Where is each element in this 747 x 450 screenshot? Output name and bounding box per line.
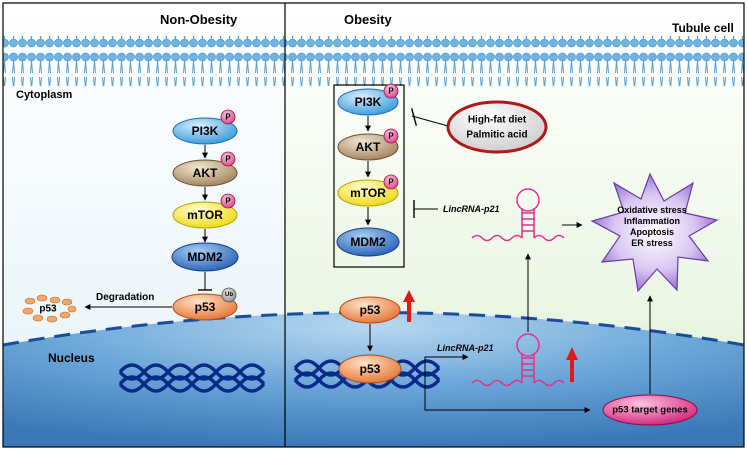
left-p53-label: p53: [195, 300, 216, 314]
right-akt-node: AKT: [337, 133, 399, 161]
p53-up-arrow: [403, 290, 415, 322]
right-p53-nuc-node: p53: [338, 354, 402, 384]
left-mdm2-node: MDM2: [171, 242, 239, 272]
right-panel-title: Obesity: [344, 12, 392, 27]
lincrna-nuc-label: LincRNA-p21: [437, 343, 494, 353]
hfd-inhibit-line: [411, 115, 449, 127]
right-p53-nuc-label: p53: [360, 362, 381, 376]
right-p53-cyto-label: p53: [360, 303, 381, 317]
phospho-badge-text: P: [388, 87, 394, 96]
cell-membrane: [3, 36, 744, 86]
right-mdm2-label: MDM2: [350, 235, 386, 249]
transcription-arrow-lincrna: [424, 354, 469, 392]
stimulus-line2: Palmitic acid: [466, 130, 527, 141]
left-akt-node: AKT: [172, 159, 238, 187]
p53-target-genes-node: p53 target genes: [602, 394, 698, 426]
left-panel-title: Non-Obesity: [160, 12, 238, 27]
hfd-inhibit-bar: [410, 108, 418, 126]
cytoplasm-label: Cytoplasm: [16, 89, 72, 101]
lincrna-nuc-hairpin: [471, 333, 565, 387]
left-pi3k-label: PI3K: [192, 124, 219, 138]
outcome-apoptosis: Apoptosis: [630, 227, 674, 237]
outcome-star: Oxidative stress Inflammation Apoptosis …: [590, 172, 719, 293]
right-akt-label: AKT: [356, 140, 381, 154]
left-mtor-phospho: P: [220, 193, 236, 209]
left-pi3k-node: PI3K: [172, 117, 238, 145]
left-mtor-label: mTOR: [187, 208, 223, 222]
stimulus-line1: High-fat diet: [468, 115, 527, 126]
left-mtor-node: mTOR: [172, 201, 238, 229]
lincrna-cyto-hairpin: [471, 188, 565, 242]
phospho-badge-text: P: [388, 132, 394, 141]
hfd-stimulus-node: High-fat diet Palmitic acid: [446, 100, 548, 154]
left-mdm2-label: MDM2: [187, 250, 223, 264]
pathway-box: [333, 84, 405, 268]
left-pi3k-phospho: P: [220, 109, 236, 125]
right-pi3k-label: PI3K: [355, 95, 382, 109]
right-akt-phospho: P: [383, 128, 399, 144]
degraded-p53-label: p53: [39, 304, 57, 315]
outcome-inflammation: Inflammation: [624, 216, 680, 226]
left-p53-node: p53: [172, 293, 238, 321]
nucleus-label: Nucleus: [48, 351, 95, 365]
right-mtor-phospho: P: [383, 174, 399, 190]
right-pi3k-phospho: P: [383, 83, 399, 99]
phospho-badge-text: P: [225, 155, 231, 164]
ub-badge-text: Ub: [225, 292, 233, 298]
outcome-oxidative-stress: Oxidative stress: [617, 205, 687, 215]
transcription-arrow-targets: [424, 392, 591, 413]
phospho-badge-text: P: [225, 197, 231, 206]
left-akt-label: AKT: [193, 166, 218, 180]
right-p53-cyto-node: p53: [339, 296, 401, 324]
right-mtor-node: mTOR: [337, 179, 399, 207]
target-genes-label: p53 target genes: [612, 405, 688, 416]
right-mtor-label: mTOR: [350, 186, 386, 200]
cell-type-label: Tubule cell: [672, 21, 734, 35]
lincrna-cyto-label: LincRNA-p21: [443, 204, 500, 214]
degraded-p53-fragments: p53: [22, 294, 77, 323]
left-akt-phospho: P: [220, 151, 236, 167]
outcome-er-stress: ER stress: [631, 238, 673, 248]
right-mdm2-node: MDM2: [336, 227, 400, 257]
phospho-badge-text: P: [225, 113, 231, 122]
degradation-label: Degradation: [96, 292, 154, 303]
phospho-badge-text: P: [388, 178, 394, 187]
left-dna-helix: [118, 363, 266, 393]
lincrna-up-arrow: [566, 347, 578, 382]
left-p53-ub: Ub: [221, 287, 237, 303]
right-pi3k-node: PI3K: [337, 88, 399, 116]
